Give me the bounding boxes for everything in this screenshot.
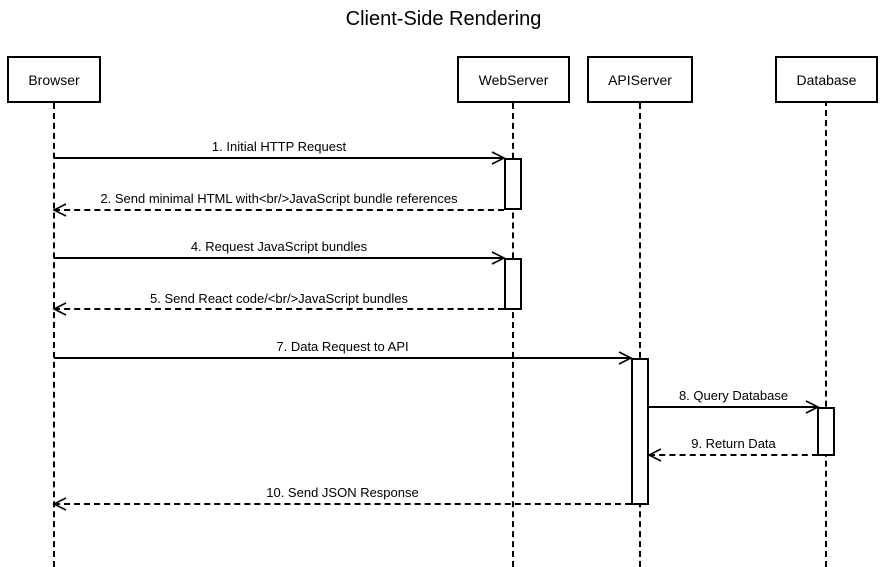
message-line-2 [54, 209, 504, 211]
arrowhead-right-icon [618, 351, 633, 365]
actor-label-apiserver: APIServer [608, 71, 672, 88]
message-label-10: 10. Send JSON Response [266, 485, 419, 500]
message-line-8 [649, 406, 818, 408]
message-label-2: 2. Send minimal HTML with<br/>JavaScript… [100, 191, 458, 206]
actor-box-database: Database [775, 56, 878, 103]
message-label-9: 9. Return Data [691, 436, 776, 451]
message-line-1 [54, 157, 504, 159]
arrowhead-right-icon [491, 151, 506, 165]
message-line-4 [54, 257, 504, 259]
lifeline-database [825, 100, 827, 567]
diagram-title: Client-Side Rendering [345, 8, 542, 30]
arrowhead-left-icon [52, 302, 67, 316]
actor-box-webserver: WebServer [457, 56, 570, 103]
message-label-5: 5. Send React code/<br/>JavaScript bundl… [150, 291, 408, 306]
lifeline-webserver [512, 103, 514, 567]
arrowhead-left-icon [52, 203, 67, 217]
activation-webserver-1 [504, 158, 522, 210]
arrowhead-right-icon [805, 400, 820, 414]
message-label-8: 8. Query Database [678, 388, 789, 403]
message-label-4: 4. Request JavaScript bundles [190, 239, 368, 254]
message-line-10 [54, 503, 631, 505]
actor-box-browser: Browser [7, 56, 101, 103]
activation-database [817, 407, 835, 456]
actor-label-webserver: WebServer [478, 71, 549, 88]
message-line-5 [54, 308, 504, 310]
arrowhead-right-icon [491, 251, 506, 265]
lifeline-browser [53, 103, 55, 567]
arrowhead-left-icon [647, 448, 662, 462]
activation-apiserver [631, 358, 649, 505]
message-line-9 [649, 454, 818, 456]
activation-webserver-2 [504, 258, 522, 310]
message-line-7 [54, 357, 631, 359]
lifeline-apiserver [639, 103, 641, 567]
actor-box-apiserver: APIServer [587, 56, 693, 103]
actor-label-browser: Browser [28, 71, 80, 88]
message-label-7: 7. Data Request to API [276, 339, 409, 354]
message-label-1: 1. Initial HTTP Request [211, 139, 347, 154]
arrowhead-left-icon [52, 497, 67, 511]
actor-label-database: Database [796, 71, 857, 88]
